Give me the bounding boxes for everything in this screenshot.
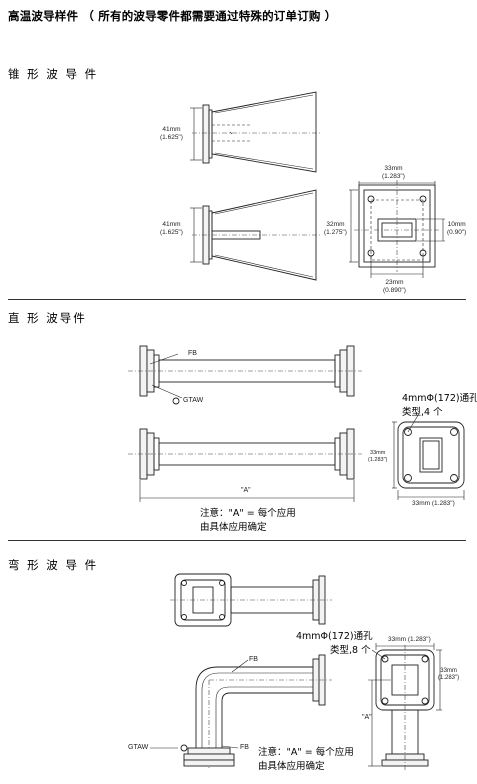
dim-value: 23mm [385,279,404,286]
tapered-hole-spacing-dim: 23mm (0.890") [383,279,406,294]
bent-fb-label-bottom: FB [240,744,249,751]
straight-heading: 直 形 波导件 [8,311,87,325]
bent-length-label: "A" [362,714,372,721]
straight-holes-label-2: 类型,4 个 [402,407,443,418]
bent-note-line-2: 由具体应用确定 [258,761,325,772]
tapered-top-height-dim: 41mm (1.625") [160,126,183,141]
section-divider [8,540,466,541]
dim-inch: (0.90") [447,228,467,236]
bent-holes-label-1: 4mmΦ(172)通孔 [296,631,373,642]
tapered-opening-dim: 10mm (0.90") [447,221,466,236]
dim-inch: (1.625") [160,228,183,236]
straight-fb-label: FB [188,350,197,357]
dim-inch: (1.283") [368,456,388,463]
bent-flange-width-dim: 33mm (1.283") [388,636,431,643]
dim-value: 41mm [162,126,181,133]
straight-flange-width-dim: 33mm (1.283") [412,500,455,507]
dim-inch: (1.283") [438,675,460,681]
dim-value: 33mm [440,668,457,674]
dim-inch: (1.625") [160,133,183,141]
tapered-side-height-dim: 41mm (1.625") [160,221,183,236]
straight-length-label: "A" [241,487,251,494]
dim-inch: (1.275") [324,228,347,236]
straight-gtaw-label: GTAW [183,397,204,404]
dim-value: 10mm [447,221,466,228]
straight-flange-height-dim: 33mm (1.283") [368,450,387,463]
dim-value: 41mm [162,221,181,228]
tapered-flange-height-dim: 32mm (1.275") [324,221,347,236]
straight-holes-label-1: 4mmΦ(172)通孔 [402,393,477,404]
tapered-flange-width-dim: 33mm (1.283") [382,165,405,180]
bent-holes-label-2: 类型,8 个 [330,645,371,656]
bent-fb-label-top: FB [249,656,258,663]
straight-note-line-2: 由具体应用确定 [200,522,267,533]
dim-value: 33mm [384,165,403,172]
dim-inch: (0.890") [383,286,406,294]
bent-gtaw-label: GTAW [128,744,149,751]
bent-note-line-1: 注意："A" = 每个应用 [258,747,354,758]
bent-flange-height-dim: 33mm (1.283") [438,668,459,682]
straight-note-line-1: 注意："A" = 每个应用 [200,508,296,519]
bent-heading: 弯 形 波 导 件 [8,558,99,572]
tapered-heading: 锥 形 波 导 件 [8,67,99,81]
dim-value: 32mm [326,221,345,228]
page-title: 高温波导样件 （ 所有的波导零件都需要通过特殊的订单订购 ） [8,9,337,23]
dim-inch: (1.283") [382,172,405,180]
section-divider [8,299,466,300]
dim-value: 33mm [370,450,386,456]
